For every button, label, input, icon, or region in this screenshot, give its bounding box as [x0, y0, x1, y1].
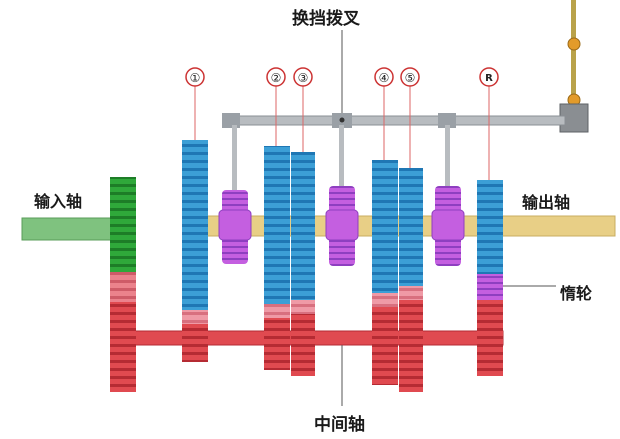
shift-rail — [222, 113, 566, 193]
marker-circle-1 — [185, 67, 205, 87]
label-leaders — [341, 30, 556, 406]
gear-marker-1: ① — [190, 71, 201, 85]
input-shaft-label: 输入轴 — [34, 192, 83, 211]
idler-gear — [477, 274, 503, 300]
synchronizers — [218, 186, 465, 266]
marker-circle-r — [479, 67, 499, 87]
gear-marker-4: ④ — [379, 71, 390, 85]
idler-gear-label: 惰轮 — [560, 284, 593, 303]
gear-marker-5: ⑤ — [405, 71, 416, 85]
gear-marker-r: R — [485, 73, 493, 84]
marker-circle-4 — [374, 67, 394, 87]
input-gear — [110, 177, 136, 392]
shift-fork-label: 换挡拨叉 — [292, 9, 360, 29]
counter-gears — [182, 286, 503, 392]
shift-linkage — [559, 0, 589, 133]
gear-2-main — [264, 146, 290, 304]
gear-r-main — [477, 180, 503, 274]
gear-marker-2: ② — [271, 71, 282, 85]
marker-circle-2 — [266, 67, 286, 87]
marker-circle-5 — [400, 67, 420, 87]
main-gears — [182, 140, 503, 310]
countershaft-label: 中间轴 — [314, 415, 365, 435]
gear-1-main — [182, 140, 208, 310]
output-shaft-label: 输出轴 — [522, 193, 571, 212]
gear-5-main — [399, 168, 423, 286]
gear-4-main — [372, 160, 398, 293]
gear-markers: ① ② ③ ④ ⑤ R — [185, 67, 499, 180]
gear-3-main — [291, 152, 315, 300]
gear-marker-3: ③ — [298, 71, 309, 85]
marker-circle-3 — [293, 67, 313, 87]
